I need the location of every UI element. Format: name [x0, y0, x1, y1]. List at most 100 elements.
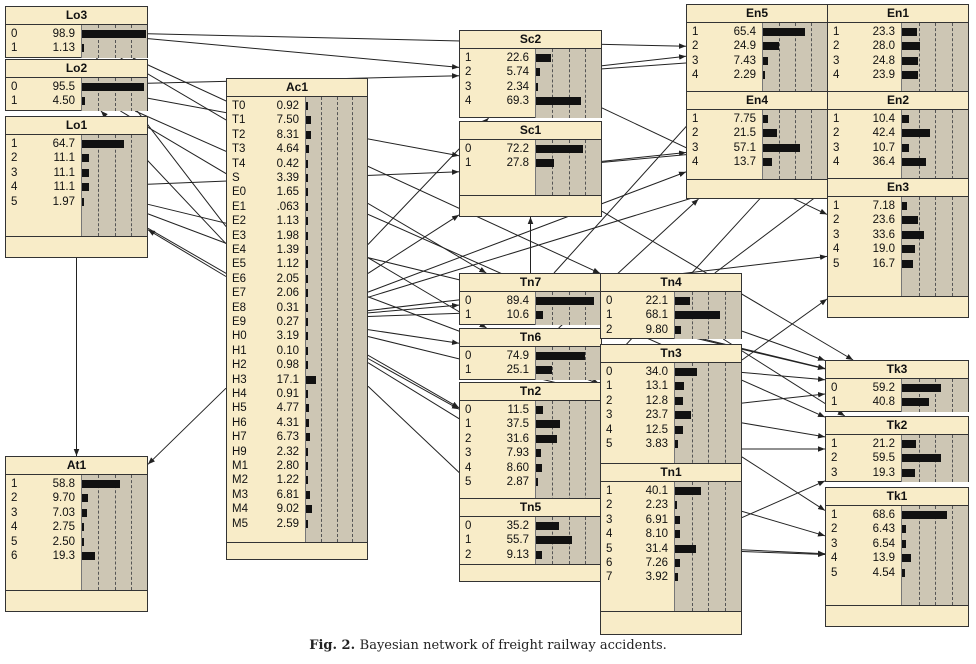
gridline — [952, 506, 953, 605]
probability-bar — [902, 158, 926, 167]
state-probability: 2.23 — [645, 499, 668, 512]
state-label: 4 — [833, 243, 840, 256]
state-label: 3 — [833, 228, 840, 241]
probability-bar — [536, 54, 551, 62]
probability-bar — [306, 274, 308, 283]
state-probability: 22.1 — [645, 295, 668, 307]
state-probability: 19.0 — [872, 243, 895, 256]
probability-bar — [306, 145, 309, 154]
probability-bar — [902, 230, 924, 239]
gridline — [552, 347, 553, 380]
state-label: 4 — [606, 423, 613, 436]
probability-bar — [902, 129, 930, 138]
state-label: 6 — [606, 557, 613, 569]
probability-bar — [763, 129, 777, 138]
probability-bar — [763, 71, 765, 80]
state-label: 4 — [692, 69, 699, 82]
state-probability: 10.6 — [506, 309, 529, 322]
state-label: 1 — [465, 52, 472, 64]
probability-bar — [306, 130, 311, 139]
gridline — [569, 347, 570, 380]
gridline — [115, 135, 116, 236]
state-label: E3 — [232, 229, 247, 242]
state-probability: 1.97 — [52, 195, 75, 208]
state-label: E0 — [232, 186, 247, 199]
edge-ac1-to-en4 — [367, 171, 687, 293]
state-label: E1 — [232, 200, 247, 213]
state-label: 3 — [831, 537, 838, 550]
probability-bar — [675, 440, 678, 448]
gridline — [352, 97, 353, 542]
probability-bar — [82, 183, 89, 192]
gridline — [708, 363, 709, 478]
gridline — [935, 197, 936, 296]
state-probability: 65.4 — [733, 26, 756, 38]
state-label: 3 — [606, 409, 613, 422]
state-label: 5 — [833, 257, 840, 270]
edge-ac1-to-sc1 — [367, 214, 460, 274]
state-probability: 12.5 — [645, 423, 668, 436]
state-label: E7 — [232, 287, 247, 300]
edge-lo3-to-sc2 — [147, 38, 460, 70]
state-label: 2 — [833, 127, 840, 140]
state-probability: 7.93 — [506, 447, 529, 460]
state-probability: 23.3 — [872, 26, 895, 38]
state-probability: 10.4 — [872, 113, 895, 125]
probability-bar — [902, 56, 918, 65]
state-label: 1 — [606, 380, 613, 393]
probability-bar — [675, 515, 680, 524]
state-probability: 68.6 — [872, 509, 895, 521]
probability-bar — [306, 174, 308, 182]
state-label: 1 — [606, 309, 613, 322]
probability-bar — [902, 554, 911, 563]
gridline — [98, 25, 99, 58]
probability-bar — [82, 168, 89, 177]
probability-bar — [306, 217, 308, 226]
state-probability: 7.18 — [872, 200, 895, 212]
gridline — [98, 78, 99, 111]
probability-bar — [82, 140, 124, 148]
state-probability: 3.83 — [645, 438, 668, 450]
state-label: 3 — [692, 141, 699, 154]
node-title: Tk2 — [826, 417, 968, 435]
state-probability: 3.92 — [645, 571, 668, 584]
